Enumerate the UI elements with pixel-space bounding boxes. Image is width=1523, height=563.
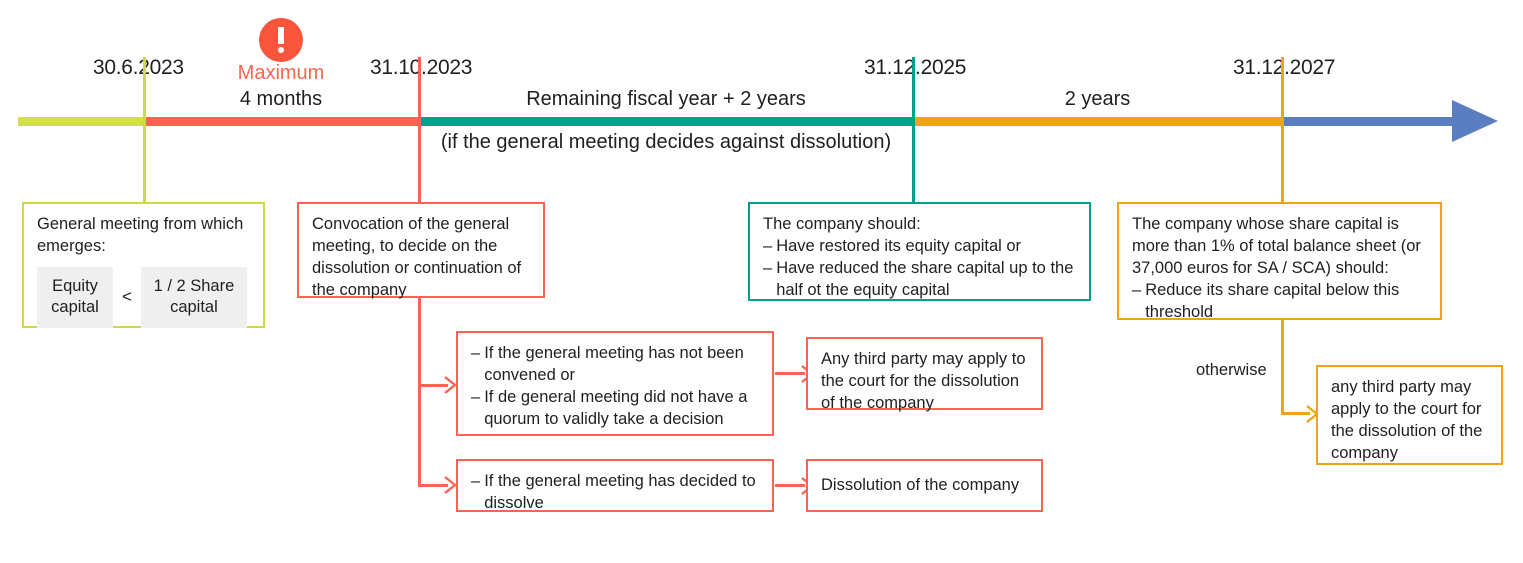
connector-branch-1 bbox=[418, 384, 448, 387]
date-label-4: 31.12.2027 bbox=[1233, 56, 1336, 79]
list-item-text: If the general meeting has not been conv… bbox=[484, 344, 744, 384]
chip-equity-capital: Equity capital bbox=[37, 266, 113, 328]
box-not-convened: – If the general meeting has not been co… bbox=[456, 331, 774, 436]
box-threshold-title: The company whose share capital is more … bbox=[1132, 215, 1421, 277]
box-third-party-text: Any third party may apply to the court f… bbox=[821, 350, 1026, 412]
list-item-text: Have restored its equity capital or bbox=[776, 236, 1022, 255]
timeline-segment-red bbox=[144, 117, 419, 126]
box-decided-dissolve: – If the general meeting has decided to … bbox=[456, 459, 774, 512]
otherwise-label: otherwise bbox=[1196, 361, 1267, 379]
box-convocation: Convocation of the general meeting, to d… bbox=[297, 202, 545, 299]
date-label-2: 31.10.2023 bbox=[370, 56, 473, 79]
tick-line-date-2 bbox=[418, 57, 421, 207]
span-label-two-years: 2 years bbox=[1064, 88, 1131, 110]
four-months-label: 4 months bbox=[239, 88, 323, 110]
box-company-should: The company should: – Have restored its … bbox=[748, 202, 1091, 301]
timeline-segment-blue bbox=[1282, 117, 1459, 126]
box-general-meeting: General meeting from which emerges: Equi… bbox=[22, 202, 265, 328]
exclamation-icon bbox=[259, 18, 303, 62]
list-item: – If the general meeting has decided to … bbox=[471, 471, 760, 515]
connector-dissolve-to-dissolution bbox=[775, 484, 805, 487]
box-dissolution-text: Dissolution of the company bbox=[821, 475, 1020, 494]
chip-half-share-capital: 1 / 2 Share capital bbox=[140, 266, 247, 328]
connector-otherwise-stem bbox=[1281, 320, 1284, 415]
timeline-arrow-head bbox=[1452, 100, 1498, 142]
box-company-should-title: The company should: bbox=[763, 215, 921, 233]
box-share-capital-threshold: The company whose share capital is more … bbox=[1117, 202, 1442, 321]
bullet-dash: – bbox=[763, 258, 773, 277]
bullet-dash: – bbox=[471, 344, 481, 362]
list-item-text: Have reduced the share capital up to the… bbox=[776, 258, 1074, 299]
connector-convocation-stem bbox=[418, 298, 421, 486]
box-convocation-text: Convocation of the general meeting, to d… bbox=[312, 215, 522, 299]
list-item: – If de general meeting did not have a q… bbox=[471, 387, 760, 431]
timeline-segment-green bbox=[18, 117, 144, 126]
connector-otherwise-horizontal bbox=[1281, 412, 1310, 415]
list-item: – Have restored its equity capital or bbox=[763, 236, 1077, 258]
comparison-operator: < bbox=[122, 287, 132, 306]
span-label-remaining-fiscal-year: Remaining fiscal year + 2 years bbox=[526, 88, 806, 110]
timeline-segment-orange bbox=[913, 117, 1282, 126]
date-label-1: 30.6.2023 bbox=[93, 56, 184, 79]
connector-not-convened-to-third-party bbox=[775, 372, 805, 375]
tick-line-date-3 bbox=[912, 57, 915, 207]
list-item: – Reduce its share capital below this th… bbox=[1132, 280, 1428, 324]
date-label-3: 31.12.2025 bbox=[864, 56, 967, 79]
bullet-dash: – bbox=[763, 236, 773, 255]
list-item-text: If the general meeting has decided to di… bbox=[484, 472, 756, 512]
list-item-text: If de general meeting did not have a quo… bbox=[484, 387, 748, 428]
list-item-text: Reduce its share capital below this thre… bbox=[1145, 280, 1400, 321]
box-general-meeting-title: General meeting from which emerges: bbox=[37, 215, 244, 255]
tick-line-date-4 bbox=[1281, 57, 1284, 207]
arrow-head-branch-1 bbox=[444, 376, 457, 394]
timeline-segment-teal bbox=[419, 117, 913, 126]
bullet-dash: – bbox=[1132, 280, 1142, 299]
box-dissolution: Dissolution of the company bbox=[806, 459, 1043, 512]
box-otherwise-text: any third party may apply to the court f… bbox=[1331, 378, 1483, 462]
box-third-party-court: Any third party may apply to the court f… bbox=[806, 337, 1043, 412]
arrow-head-branch-2 bbox=[444, 476, 457, 494]
connector-branch-2 bbox=[418, 484, 448, 487]
box-otherwise-third-party: any third party may apply to the court f… bbox=[1316, 365, 1503, 465]
span-sublabel-dissolution-note: (if the general meeting decides against … bbox=[440, 131, 892, 153]
tick-line-date-1 bbox=[143, 57, 146, 207]
maximum-label: Maximum bbox=[237, 62, 325, 84]
bullet-dash: – bbox=[471, 472, 481, 490]
bullet-dash: – bbox=[471, 387, 481, 406]
list-item: – Have reduced the share capital up to t… bbox=[763, 258, 1077, 302]
list-item: – If the general meeting has not been co… bbox=[471, 343, 760, 387]
